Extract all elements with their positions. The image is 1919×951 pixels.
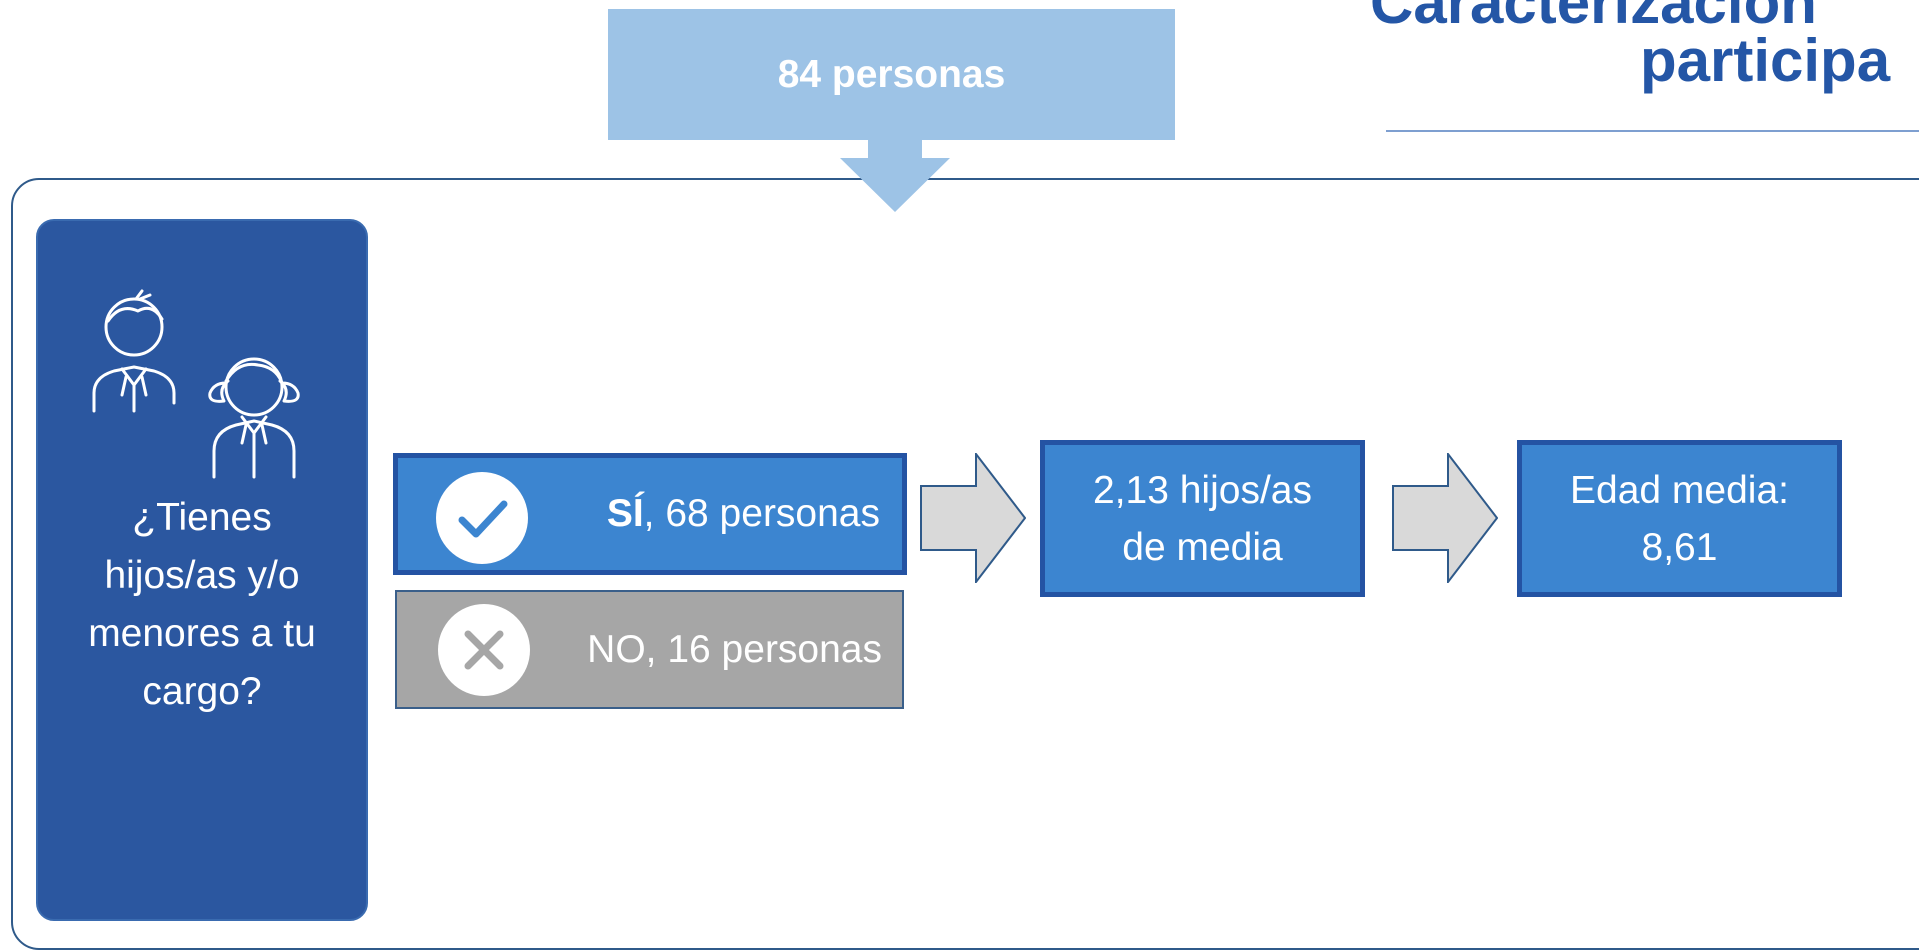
page-title: Caracterización participa — [1370, 0, 1919, 94]
close-icon — [464, 630, 504, 670]
right-arrow-icon — [1392, 453, 1498, 583]
children-average-line-2: de media — [1122, 525, 1283, 569]
no-answer-box: NO, 16 personas — [395, 590, 904, 709]
average-age-line-2: 8,61 — [1641, 525, 1718, 569]
question-line-4: cargo? — [142, 670, 262, 713]
question-panel: ¿Tienes hijos/as y/o menores a tu cargo? — [36, 219, 368, 921]
yes-circle — [436, 472, 528, 564]
check-icon — [458, 500, 508, 538]
question-line-2: hijos/as y/o — [104, 554, 300, 597]
yes-label: SÍ — [606, 492, 644, 535]
yes-count: , 68 personas — [643, 492, 880, 535]
title-line-1: Caracterización — [1370, 0, 1817, 36]
no-answer-text: NO, 16 personas — [587, 627, 882, 671]
total-participants-box: 84 personas — [608, 9, 1175, 140]
question-line-1: ¿Tienes — [132, 496, 272, 539]
yes-answer-text: SÍ, 68 personas — [607, 458, 880, 570]
question-text: ¿Tienes hijos/as y/o menores a tu cargo? — [38, 489, 366, 721]
children-average-box: 2,13 hijos/as de media — [1040, 440, 1365, 597]
no-circle — [438, 604, 530, 696]
average-age-line-1: Edad media: — [1570, 468, 1789, 512]
down-arrow-icon — [840, 140, 950, 212]
average-age-box: Edad media: 8,61 — [1517, 440, 1842, 597]
total-participants-label: 84 personas — [777, 52, 1006, 96]
title-underline — [1386, 130, 1919, 132]
children-average-line-1: 2,13 hijos/as — [1093, 468, 1312, 512]
children-icon — [92, 289, 300, 479]
question-line-3: menores a tu — [88, 612, 316, 655]
right-arrow-icon — [920, 453, 1026, 583]
yes-answer-box: SÍ, 68 personas — [393, 453, 907, 575]
title-line-2: participa — [1640, 27, 1891, 94]
